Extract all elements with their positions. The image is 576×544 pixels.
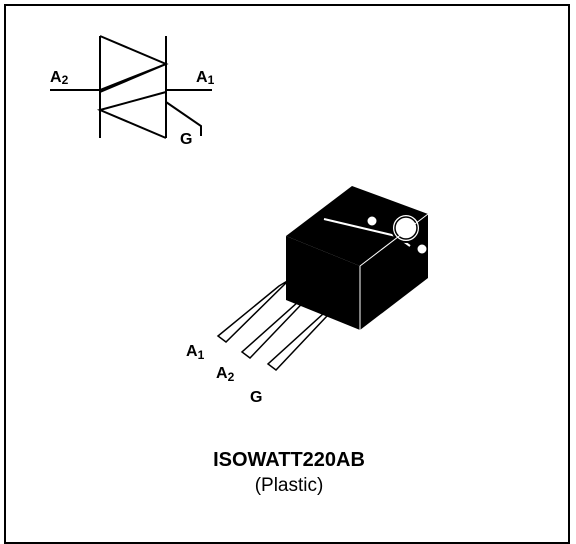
package-type: (Plastic) <box>254 475 324 496</box>
lower-diode <box>96 91 167 139</box>
package-body-front <box>286 236 360 330</box>
label-g: G <box>180 131 192 148</box>
diagram-frame: A2 A1 G A1 A2 <box>4 4 570 544</box>
label-a2: A2 <box>50 69 69 87</box>
package-drawing: A1 A2 G <box>186 186 429 406</box>
body-dot-left <box>366 215 378 227</box>
mounting-hole-inner <box>394 216 418 240</box>
pin-label-a2: A2 <box>216 365 235 384</box>
part-name: ISOWATT220AB <box>213 449 365 471</box>
pin-label-g: G <box>250 389 262 406</box>
body-dot-right <box>416 243 428 255</box>
gate-lead <box>165 101 202 136</box>
edge-highlight <box>359 213 429 267</box>
lead-a1 <box>216 279 290 343</box>
tab-ridge <box>323 218 397 237</box>
diode-separator <box>99 63 167 91</box>
package-body-side <box>360 214 428 330</box>
label-a1: A1 <box>196 69 215 87</box>
pin-label-a1: A1 <box>186 343 205 362</box>
triac-symbol: A2 A1 G <box>50 35 215 148</box>
upper-diode <box>99 35 169 93</box>
